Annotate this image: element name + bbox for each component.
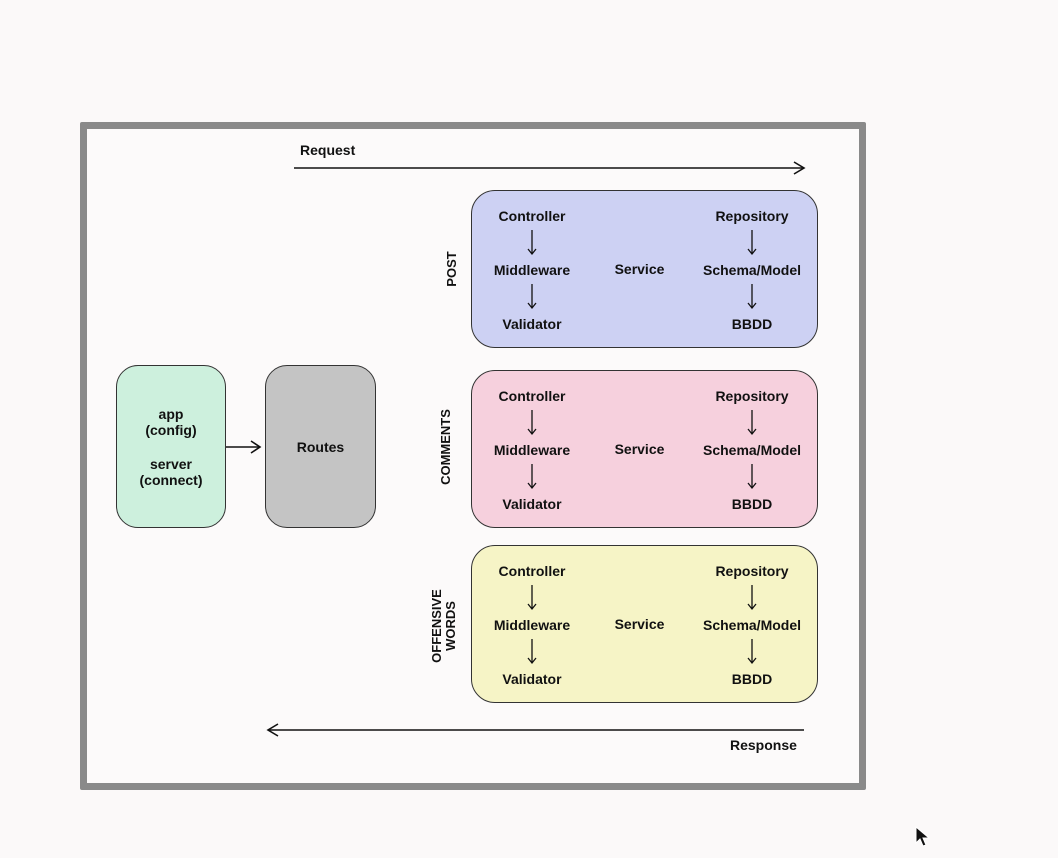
controller-label: Controller — [498, 208, 566, 224]
service-label: Service — [614, 441, 665, 457]
schema-model-label: Schema/Model — [702, 442, 802, 458]
connect-label: (connect) — [139, 471, 203, 488]
middleware-label: Middleware — [493, 442, 571, 458]
down-arrow-icon — [527, 406, 537, 440]
validator-label: Validator — [502, 496, 562, 512]
down-arrow-icon — [747, 581, 757, 615]
routes-box: Routes — [265, 365, 376, 528]
service-label: Service — [614, 261, 665, 277]
middleware-label: Middleware — [493, 617, 571, 633]
service-label: Service — [614, 616, 665, 632]
mouse-cursor-icon — [915, 826, 931, 847]
validator-label: Validator — [502, 316, 562, 332]
schema-model-label: Schema/Model — [702, 262, 802, 278]
down-arrow-icon — [747, 280, 757, 314]
request-label: Request — [300, 142, 356, 158]
repository-label: Repository — [715, 208, 789, 224]
server-label: server — [149, 455, 193, 472]
down-arrow-icon — [527, 280, 537, 314]
validator-label: Validator — [502, 671, 562, 687]
config-label: (config) — [145, 421, 197, 438]
app-label: app — [158, 405, 184, 422]
app-server-box: app (config) server (connect) — [116, 365, 226, 528]
down-arrow-icon — [747, 635, 757, 669]
module-label-post: POST — [444, 251, 459, 287]
schema-model-label: Schema/Model — [702, 617, 802, 633]
bbdd-label: BBDD — [731, 496, 773, 512]
routes-label: Routes — [296, 438, 345, 455]
bbdd-label: BBDD — [731, 316, 773, 332]
down-arrow-icon — [747, 460, 757, 494]
controller-label: Controller — [498, 388, 566, 404]
middleware-label: Middleware — [493, 262, 571, 278]
app-to-routes-arrow — [226, 440, 262, 454]
down-arrow-icon — [527, 635, 537, 669]
controller-label: Controller — [498, 563, 566, 579]
response-arrow — [266, 723, 804, 737]
request-arrow — [294, 161, 806, 175]
down-arrow-icon — [747, 406, 757, 440]
module-label-offensive-words: OFFENSIVE WORDS — [429, 589, 458, 663]
module-comments: Controller Middleware Validator Service … — [471, 370, 818, 528]
response-label: Response — [730, 737, 797, 753]
module-offensive-words: Controller Middleware Validator Service … — [471, 545, 818, 703]
repository-label: Repository — [715, 563, 789, 579]
down-arrow-icon — [747, 226, 757, 260]
module-post: Controller Middleware Validator Service … — [471, 190, 818, 348]
module-label-comments: COMMENTS — [438, 409, 453, 485]
bbdd-label: BBDD — [731, 671, 773, 687]
repository-label: Repository — [715, 388, 789, 404]
down-arrow-icon — [527, 226, 537, 260]
down-arrow-icon — [527, 581, 537, 615]
down-arrow-icon — [527, 460, 537, 494]
